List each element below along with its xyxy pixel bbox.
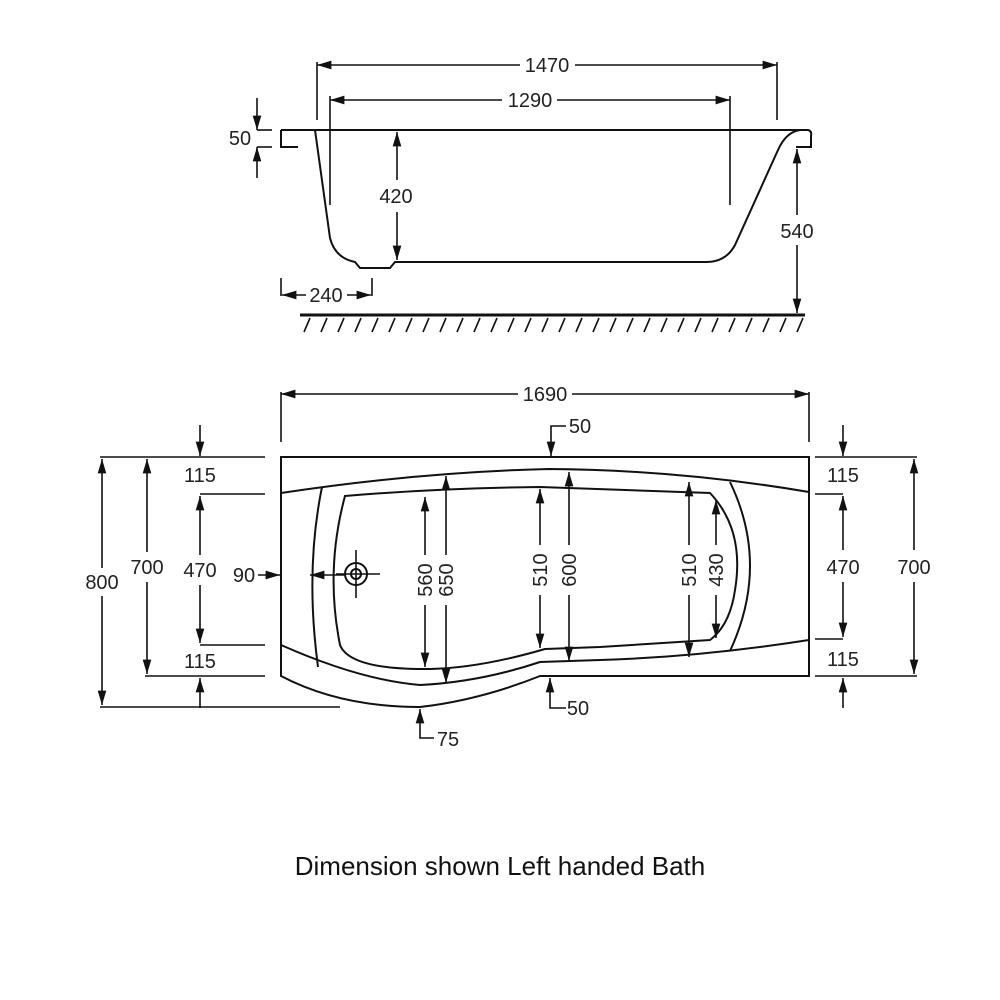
- dim-470-left: 470: [183, 560, 216, 582]
- dim-560: 560: [415, 563, 437, 596]
- dim-115-left-top: 115: [184, 465, 216, 487]
- dim-1690: 1690: [523, 384, 568, 406]
- floor-hatching: [303, 317, 804, 333]
- dim-115-left-bottom: 115: [184, 651, 216, 673]
- dim-600: 600: [559, 553, 581, 586]
- dim-50-top: 50: [569, 416, 591, 438]
- dim-115-right-bottom: 115: [827, 649, 859, 671]
- side-view: 1470 1290 50 420 540 240: [229, 55, 814, 333]
- dim-540: 540: [780, 221, 813, 243]
- dim-50-bottom: 50: [567, 698, 589, 720]
- tub-plan-outline: [280, 456, 810, 709]
- dim-1290: 1290: [508, 90, 553, 112]
- drawing-caption: Dimension shown Left handed Bath: [294, 851, 706, 881]
- dim-90: 90: [233, 565, 255, 587]
- dim-700-right: 700: [897, 557, 930, 579]
- dim-75: 75: [437, 729, 459, 751]
- dim-50-rim: 50: [229, 128, 251, 150]
- dim-420: 420: [379, 186, 412, 208]
- dim-650: 650: [436, 563, 458, 596]
- dim-800: 800: [85, 572, 118, 594]
- plan-view: 1690 50 50 75 115 470 115 700 800: [85, 384, 930, 751]
- dim-510-right: 510: [679, 553, 701, 586]
- dim-470-right: 470: [826, 557, 859, 579]
- tub-side-outline: [280, 129, 813, 269]
- dim-700-left: 700: [130, 557, 163, 579]
- dim-240: 240: [309, 285, 342, 307]
- dim-115-right-top: 115: [827, 465, 859, 487]
- dim-430: 430: [706, 553, 728, 586]
- waste-outlet-icon: [336, 550, 380, 598]
- dim-510-mid: 510: [530, 553, 552, 586]
- dim-1470: 1470: [525, 55, 570, 77]
